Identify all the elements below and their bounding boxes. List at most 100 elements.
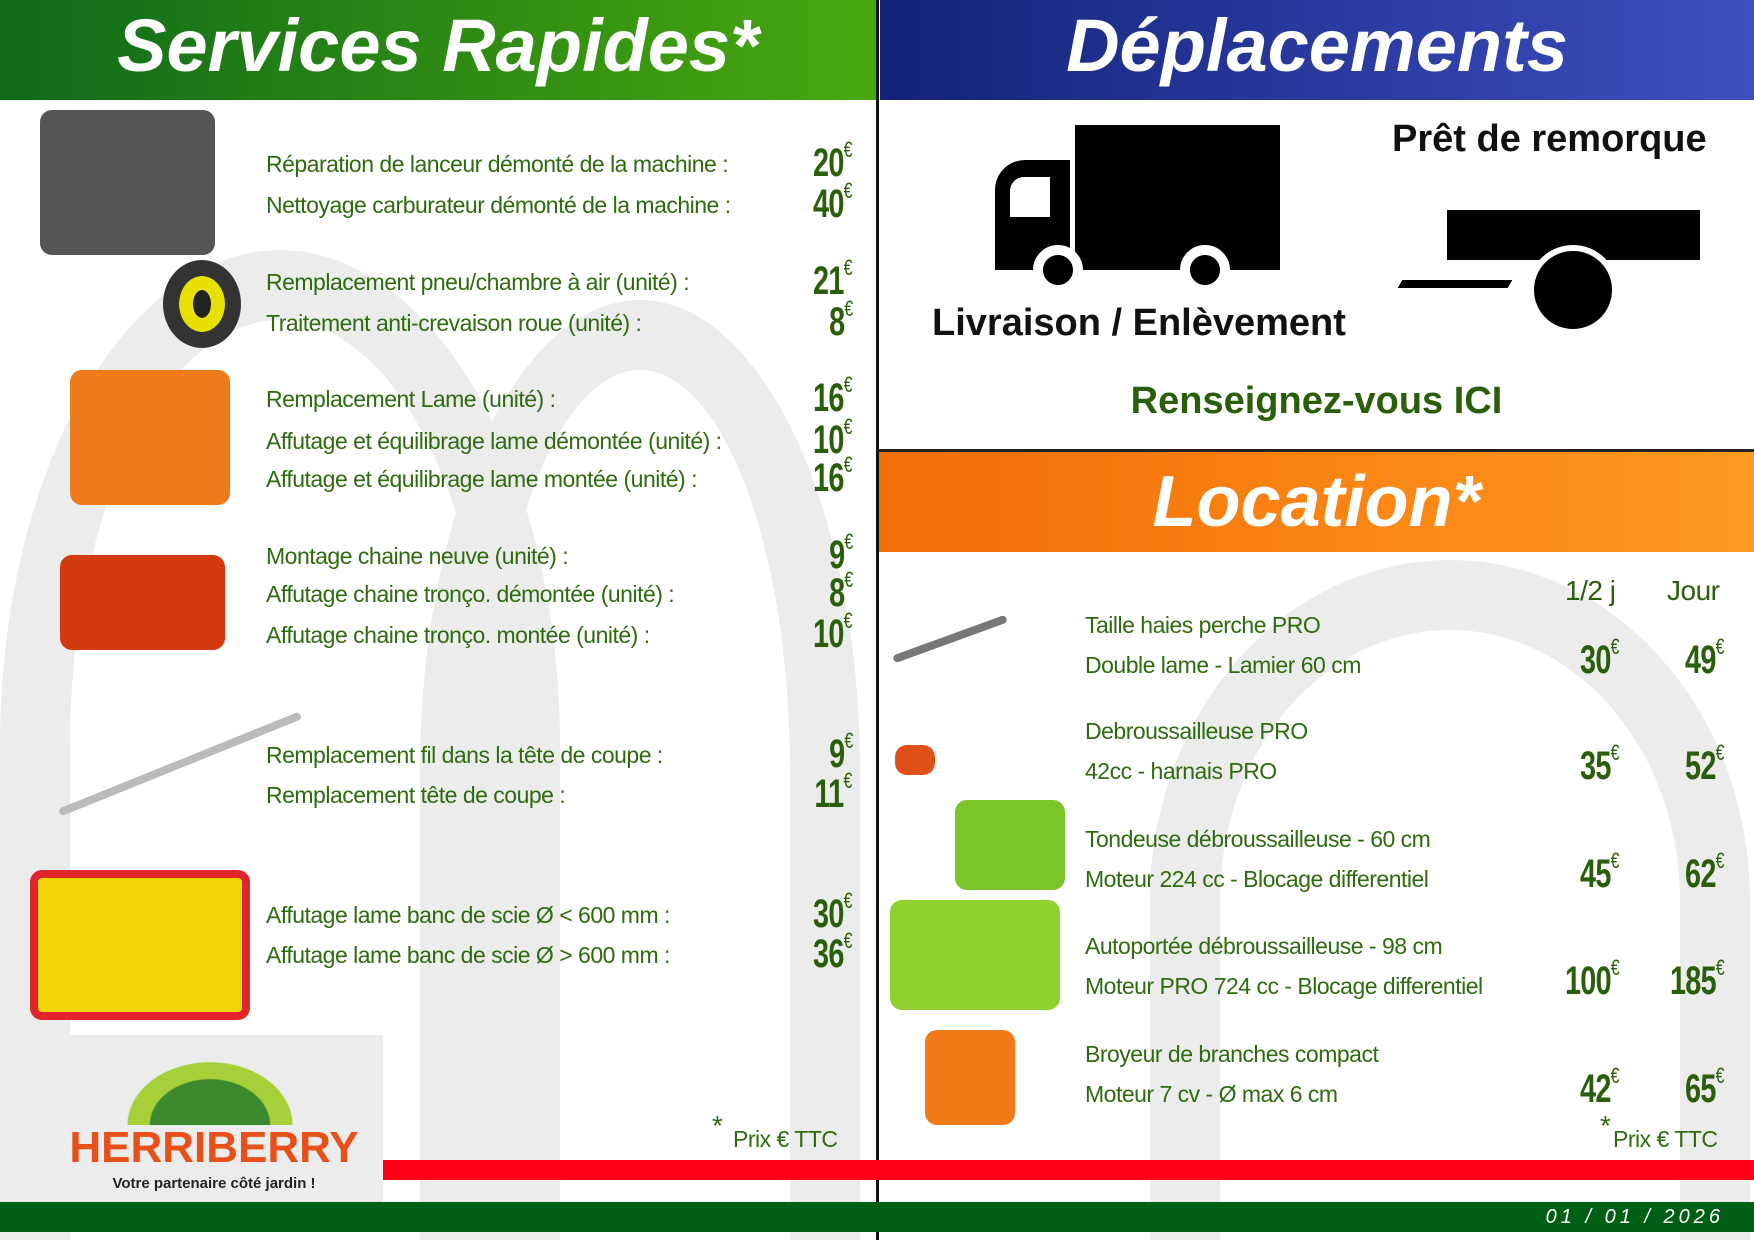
ride-on-image bbox=[890, 900, 1060, 1010]
euro-sign: € bbox=[1610, 740, 1620, 765]
truck-icon bbox=[995, 125, 1280, 295]
trailer-label: Prêt de remorque bbox=[1392, 118, 1707, 160]
rental-price-half: 42€ bbox=[1580, 1063, 1619, 1111]
rental-price-day: 62€ bbox=[1685, 848, 1724, 896]
service-label: Affutage et équilibrage lame démontée (u… bbox=[266, 428, 722, 454]
price-note: Prix € TTC bbox=[733, 1126, 838, 1152]
service-price: 10€ bbox=[813, 414, 852, 462]
note-star: * bbox=[712, 1110, 723, 1141]
service-price: 9€ bbox=[828, 728, 853, 776]
price-note: Prix € TTC bbox=[1613, 1126, 1718, 1152]
service-label: Réparation de lanceur démonté de la mach… bbox=[266, 151, 729, 177]
rental-detail: Double lame - Lamier 60 cm bbox=[1085, 652, 1361, 678]
column-divider bbox=[876, 0, 879, 1240]
service-price: 21€ bbox=[813, 255, 852, 303]
brand-tagline: Votre partenaire côté jardin ! bbox=[112, 1175, 316, 1192]
service-price: 9€ bbox=[828, 529, 853, 577]
euro-sign: € bbox=[843, 928, 853, 953]
euro-sign: € bbox=[1715, 848, 1725, 873]
euro-sign: € bbox=[843, 296, 853, 321]
service-price: 11€ bbox=[814, 768, 853, 816]
service-price: 20€ bbox=[813, 137, 852, 185]
chipper-image bbox=[925, 1030, 1015, 1125]
rental-detail: Moteur PRO 724 cc - Blocage differentiel bbox=[1085, 973, 1483, 999]
euro-sign: € bbox=[1610, 955, 1620, 980]
service-label: Affutage et équilibrage lame montée (uni… bbox=[266, 466, 697, 492]
service-price: 16€ bbox=[813, 372, 852, 420]
rental-detail: Moteur 224 cc - Blocage differentiel bbox=[1085, 866, 1429, 892]
service-label: Nettoyage carburateur démonté de la mach… bbox=[266, 192, 731, 218]
euro-sign: € bbox=[843, 888, 853, 913]
engine-image bbox=[40, 110, 215, 255]
rental-price-half: 100€ bbox=[1565, 955, 1620, 1003]
note-star: * bbox=[1600, 1110, 1611, 1141]
service-label: Remplacement Lame (unité) : bbox=[266, 386, 556, 412]
euro-sign: € bbox=[1715, 1063, 1725, 1088]
deplacements-header: Déplacements bbox=[880, 0, 1754, 100]
euro-sign: € bbox=[1610, 848, 1620, 873]
rental-name: Tondeuse débroussailleuse - 60 cm bbox=[1085, 826, 1431, 852]
service-label: Remplacement pneu/chambre à air (unité) … bbox=[266, 269, 690, 295]
service-price: 8€ bbox=[828, 567, 853, 615]
chainsaw-image bbox=[60, 555, 225, 650]
rental-name: Debroussailleuse PRO bbox=[1085, 718, 1308, 744]
section-divider bbox=[879, 449, 1754, 452]
euro-sign: € bbox=[843, 372, 853, 397]
service-label: Affutage chaine tronço. montée (unité) : bbox=[266, 622, 650, 648]
euro-sign: € bbox=[843, 137, 853, 162]
col-half-day: 1/2 j bbox=[1565, 575, 1616, 606]
euro-sign: € bbox=[843, 178, 853, 203]
euro-sign: € bbox=[1715, 955, 1725, 980]
service-label: Affutage lame banc de scie Ø > 600 mm : bbox=[266, 942, 670, 968]
rental-price-day: 185€ bbox=[1670, 955, 1725, 1003]
euro-sign: € bbox=[843, 567, 853, 592]
service-label: Affutage chaine tronço. démontée (unité)… bbox=[266, 581, 675, 607]
brand-name: HERRIBERRY bbox=[69, 1123, 359, 1172]
rental-name: Broyeur de branches compact bbox=[1085, 1041, 1379, 1067]
rental-price-day: 52€ bbox=[1685, 740, 1724, 788]
service-price: 40€ bbox=[813, 178, 852, 226]
rental-price-day: 49€ bbox=[1685, 634, 1724, 682]
euro-sign: € bbox=[843, 414, 853, 439]
services-header: Services Rapides* bbox=[0, 0, 876, 100]
euro-sign: € bbox=[843, 728, 853, 753]
euro-sign: € bbox=[843, 768, 853, 793]
rental-name: Autoportée débroussailleuse - 98 cm bbox=[1085, 933, 1443, 959]
mower-brushcutter-image bbox=[955, 800, 1065, 890]
col-day: Jour bbox=[1667, 575, 1720, 606]
hedge-trimmer-image bbox=[892, 614, 1008, 664]
service-label: Affutage lame banc de scie Ø < 600 mm : bbox=[266, 902, 670, 928]
location-header: Location* bbox=[879, 452, 1754, 552]
euro-sign: € bbox=[1715, 634, 1725, 659]
service-price: 16€ bbox=[813, 452, 852, 500]
rental-detail: 42cc - harnais PRO bbox=[1085, 758, 1277, 784]
service-price: 30€ bbox=[813, 888, 852, 936]
euro-sign: € bbox=[1610, 634, 1620, 659]
euro-sign: € bbox=[1715, 740, 1725, 765]
service-price: 36€ bbox=[813, 928, 852, 976]
euro-sign: € bbox=[843, 452, 853, 477]
service-label: Remplacement fil dans la tête de coupe : bbox=[266, 742, 663, 768]
logo-arches-icon bbox=[105, 1045, 315, 1125]
trailer-icon bbox=[1397, 205, 1700, 340]
rental-detail: Moteur 7 cv - Ø max 6 cm bbox=[1085, 1081, 1338, 1107]
rental-price-day: 65€ bbox=[1685, 1063, 1724, 1111]
herriberry-logo: HERRIBERRY Votre partenaire côté jardin … bbox=[45, 1035, 383, 1202]
service-label: Remplacement tête de coupe : bbox=[266, 782, 566, 808]
delivery-label: Livraison / Enlèvement bbox=[932, 302, 1346, 344]
lawnmower-image bbox=[70, 370, 230, 505]
rental-price-half: 30€ bbox=[1580, 634, 1619, 682]
euro-sign: € bbox=[1610, 1063, 1620, 1088]
saw-bench-image bbox=[30, 870, 250, 1020]
rental-price-half: 45€ bbox=[1580, 848, 1619, 896]
brushcutter-image bbox=[895, 745, 935, 775]
rental-name: Taille haies perche PRO bbox=[1085, 612, 1321, 638]
service-price: 10€ bbox=[813, 608, 852, 656]
euro-sign: € bbox=[843, 529, 853, 554]
info-link[interactable]: Renseignez-vous ICI bbox=[1130, 380, 1503, 422]
footer-bar: 01 / 01 / 2026 bbox=[0, 1202, 1754, 1232]
service-price: 8€ bbox=[828, 296, 853, 344]
red-stripe bbox=[383, 1160, 1754, 1180]
date: 01 / 01 / 2026 bbox=[1545, 1206, 1724, 1228]
euro-sign: € bbox=[843, 255, 853, 280]
